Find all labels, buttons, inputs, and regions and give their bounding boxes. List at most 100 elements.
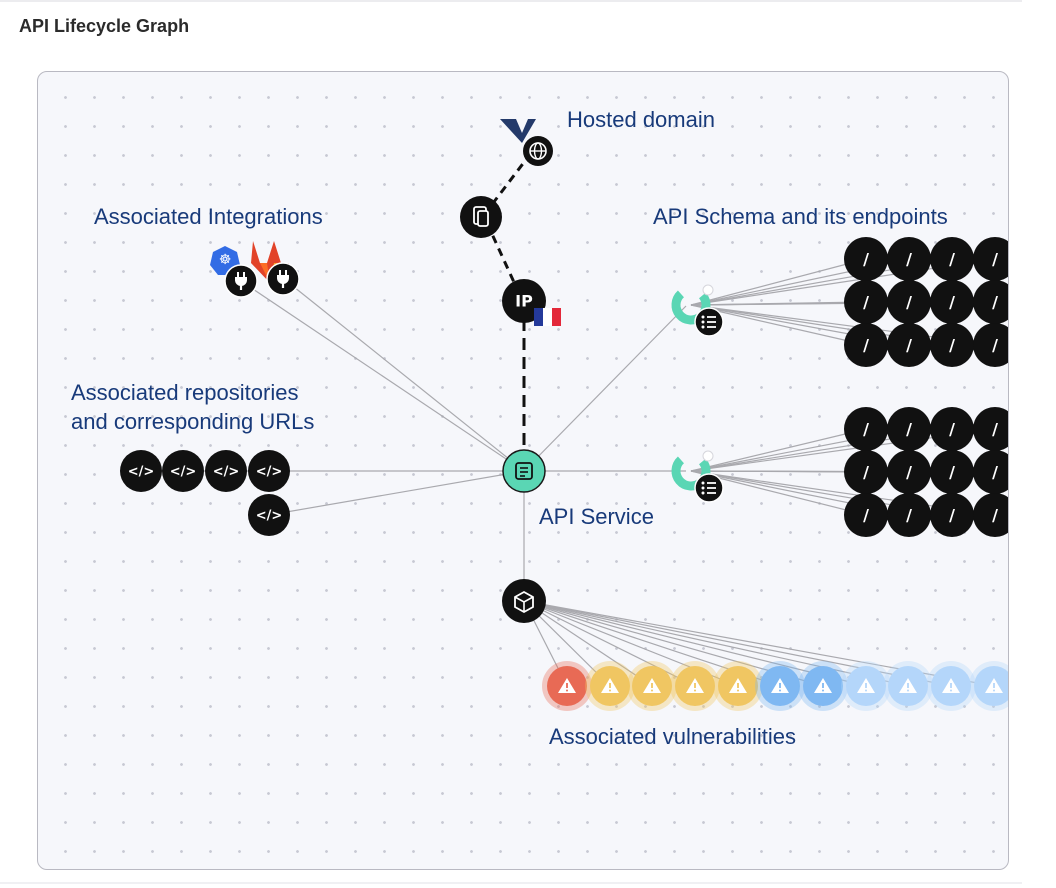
schema-2-endpoint-3-4[interactable]: / [973, 493, 1008, 537]
edge-schema-2-endpoint-3-1 [690, 470, 867, 516]
warning-icon [942, 678, 960, 693]
endpoint-glyph: / [992, 506, 998, 525]
schema-1-endpoint-1-3[interactable]: / [930, 237, 974, 281]
integrations-label: Associated Integrations [94, 204, 323, 229]
ip-node-text: IP [515, 292, 533, 311]
schema-2-endpoint-1-4[interactable]: / [973, 407, 1008, 451]
endpoint-glyph: / [906, 293, 912, 312]
top-divider [0, 0, 1022, 2]
code-icon: </> [256, 465, 283, 480]
hosted-domain-node[interactable] [500, 119, 553, 166]
endpoint-glyph: / [992, 250, 998, 269]
vulnerability-node-11[interactable] [969, 661, 1008, 711]
endpoint-glyph: / [863, 420, 869, 439]
schema-node-2[interactable] [670, 450, 724, 503]
warning-icon [857, 678, 875, 693]
warning-icon [558, 678, 576, 693]
graph-nodes: IP☸</></></></></>//////////////////////… [120, 119, 1008, 711]
endpoint-glyph: / [906, 420, 912, 439]
endpoint-glyph: / [992, 336, 998, 355]
repositories-label-line1: Associated repositories [71, 380, 298, 405]
schema-node-1[interactable] [670, 284, 724, 337]
endpoint-glyph: / [949, 463, 955, 482]
schema-2-endpoint-1-1[interactable]: / [844, 407, 888, 451]
schema-2-endpoint-3-2[interactable]: / [887, 493, 931, 537]
list-icon [701, 481, 716, 495]
code-icon: </> [256, 509, 283, 524]
schema-1-endpoint-1-4[interactable]: / [973, 237, 1008, 281]
vulnerability-node-7[interactable] [798, 661, 848, 711]
schema-1-endpoint-3-4[interactable]: / [973, 323, 1008, 367]
endpoint-glyph: / [906, 463, 912, 482]
endpoint-glyph: / [949, 293, 955, 312]
api-service-label: API Service [539, 504, 654, 529]
endpoint-glyph: / [863, 336, 869, 355]
schema-1-endpoint-1-1[interactable]: / [844, 237, 888, 281]
endpoint-glyph: / [949, 506, 955, 525]
repository-node-5[interactable]: </> [248, 494, 290, 536]
endpoint-glyph: / [949, 250, 955, 269]
repository-node-1[interactable]: </> [120, 450, 162, 492]
integrations-group: ☸ [210, 241, 300, 298]
schema-2-endpoint-2-2[interactable]: / [887, 450, 931, 494]
repository-node-2[interactable]: </> [162, 450, 204, 492]
schema-1-endpoint-3-3[interactable]: / [930, 323, 974, 367]
document-icon [515, 462, 533, 480]
edge-service-integration-1 [240, 280, 525, 472]
schema-2-endpoint-3-3[interactable]: / [930, 493, 974, 537]
endpoint-glyph: / [863, 463, 869, 482]
lifecycle-graph[interactable]: IP☸</></></></></>//////////////////////… [38, 72, 1008, 869]
schema-1-endpoint-1-2[interactable]: / [887, 237, 931, 281]
endpoint-glyph: / [949, 420, 955, 439]
france-flag-icon [534, 308, 561, 326]
repositories-label-line2: and corresponding URLs [71, 409, 314, 434]
schema-2-endpoint-1-3[interactable]: / [930, 407, 974, 451]
integration-plug-badge-1[interactable] [224, 264, 258, 298]
endpoint-glyph: / [906, 336, 912, 355]
certificate-node[interactable] [460, 196, 502, 238]
edge-service-repo-5 [268, 470, 525, 516]
vulnerability-node-10[interactable] [926, 661, 976, 711]
schema-2-endpoint-1-2[interactable]: / [887, 407, 931, 451]
repository-node-3[interactable]: </> [205, 450, 247, 492]
vulnerability-node-9[interactable] [883, 661, 933, 711]
vulnerability-node-4[interactable] [670, 661, 720, 711]
code-icon: </> [170, 465, 197, 480]
svg-text:☸: ☸ [219, 252, 232, 268]
vulnerability-node-8[interactable] [841, 661, 891, 711]
vulnerabilities-label: Associated vulnerabilities [549, 724, 796, 749]
edge-service-integration-2 [283, 278, 525, 472]
lifecycle-graph-panel[interactable]: IP☸</></></></></>//////////////////////… [37, 71, 1009, 870]
integration-plug-badge-2[interactable] [266, 262, 300, 296]
list-icon [701, 315, 716, 329]
schema-label: API Schema and its endpoints [653, 204, 948, 229]
schema-2-endpoint-2-3[interactable]: / [930, 450, 974, 494]
vulnerability-node-5[interactable] [713, 661, 763, 711]
api-service-node[interactable] [502, 449, 546, 493]
vulnerability-node-1[interactable] [542, 661, 592, 711]
bottom-divider [0, 882, 1022, 884]
schema-1-endpoint-2-1[interactable]: / [844, 280, 888, 324]
schema-1-endpoint-3-1[interactable]: / [844, 323, 888, 367]
edge-schema-1-endpoint-1-1 [690, 258, 867, 306]
schema-1-endpoint-3-2[interactable]: / [887, 323, 931, 367]
schema-1-endpoint-2-4[interactable]: / [973, 280, 1008, 324]
schema-2-endpoint-3-1[interactable]: / [844, 493, 888, 537]
vulnerability-node-3[interactable] [627, 661, 677, 711]
schema-1-endpoint-2-3[interactable]: / [930, 280, 974, 324]
package-icon [514, 590, 534, 614]
edge-package-vulnerability-3 [523, 600, 653, 687]
code-icon: </> [213, 465, 240, 480]
schema-1-endpoint-2-2[interactable]: / [887, 280, 931, 324]
vulnerability-node-6[interactable] [755, 661, 805, 711]
warning-icon [729, 678, 747, 693]
schema-2-endpoint-2-4[interactable]: / [973, 450, 1008, 494]
warning-icon [686, 678, 704, 693]
page-title: API Lifecycle Graph [19, 16, 190, 36]
repository-node-4[interactable]: </> [248, 450, 290, 492]
warning-icon [601, 678, 619, 693]
vulnerability-node-2[interactable] [585, 661, 635, 711]
edge-certificate-ip [485, 222, 520, 292]
schema-2-endpoint-2-1[interactable]: / [844, 450, 888, 494]
package-node[interactable] [502, 579, 546, 623]
